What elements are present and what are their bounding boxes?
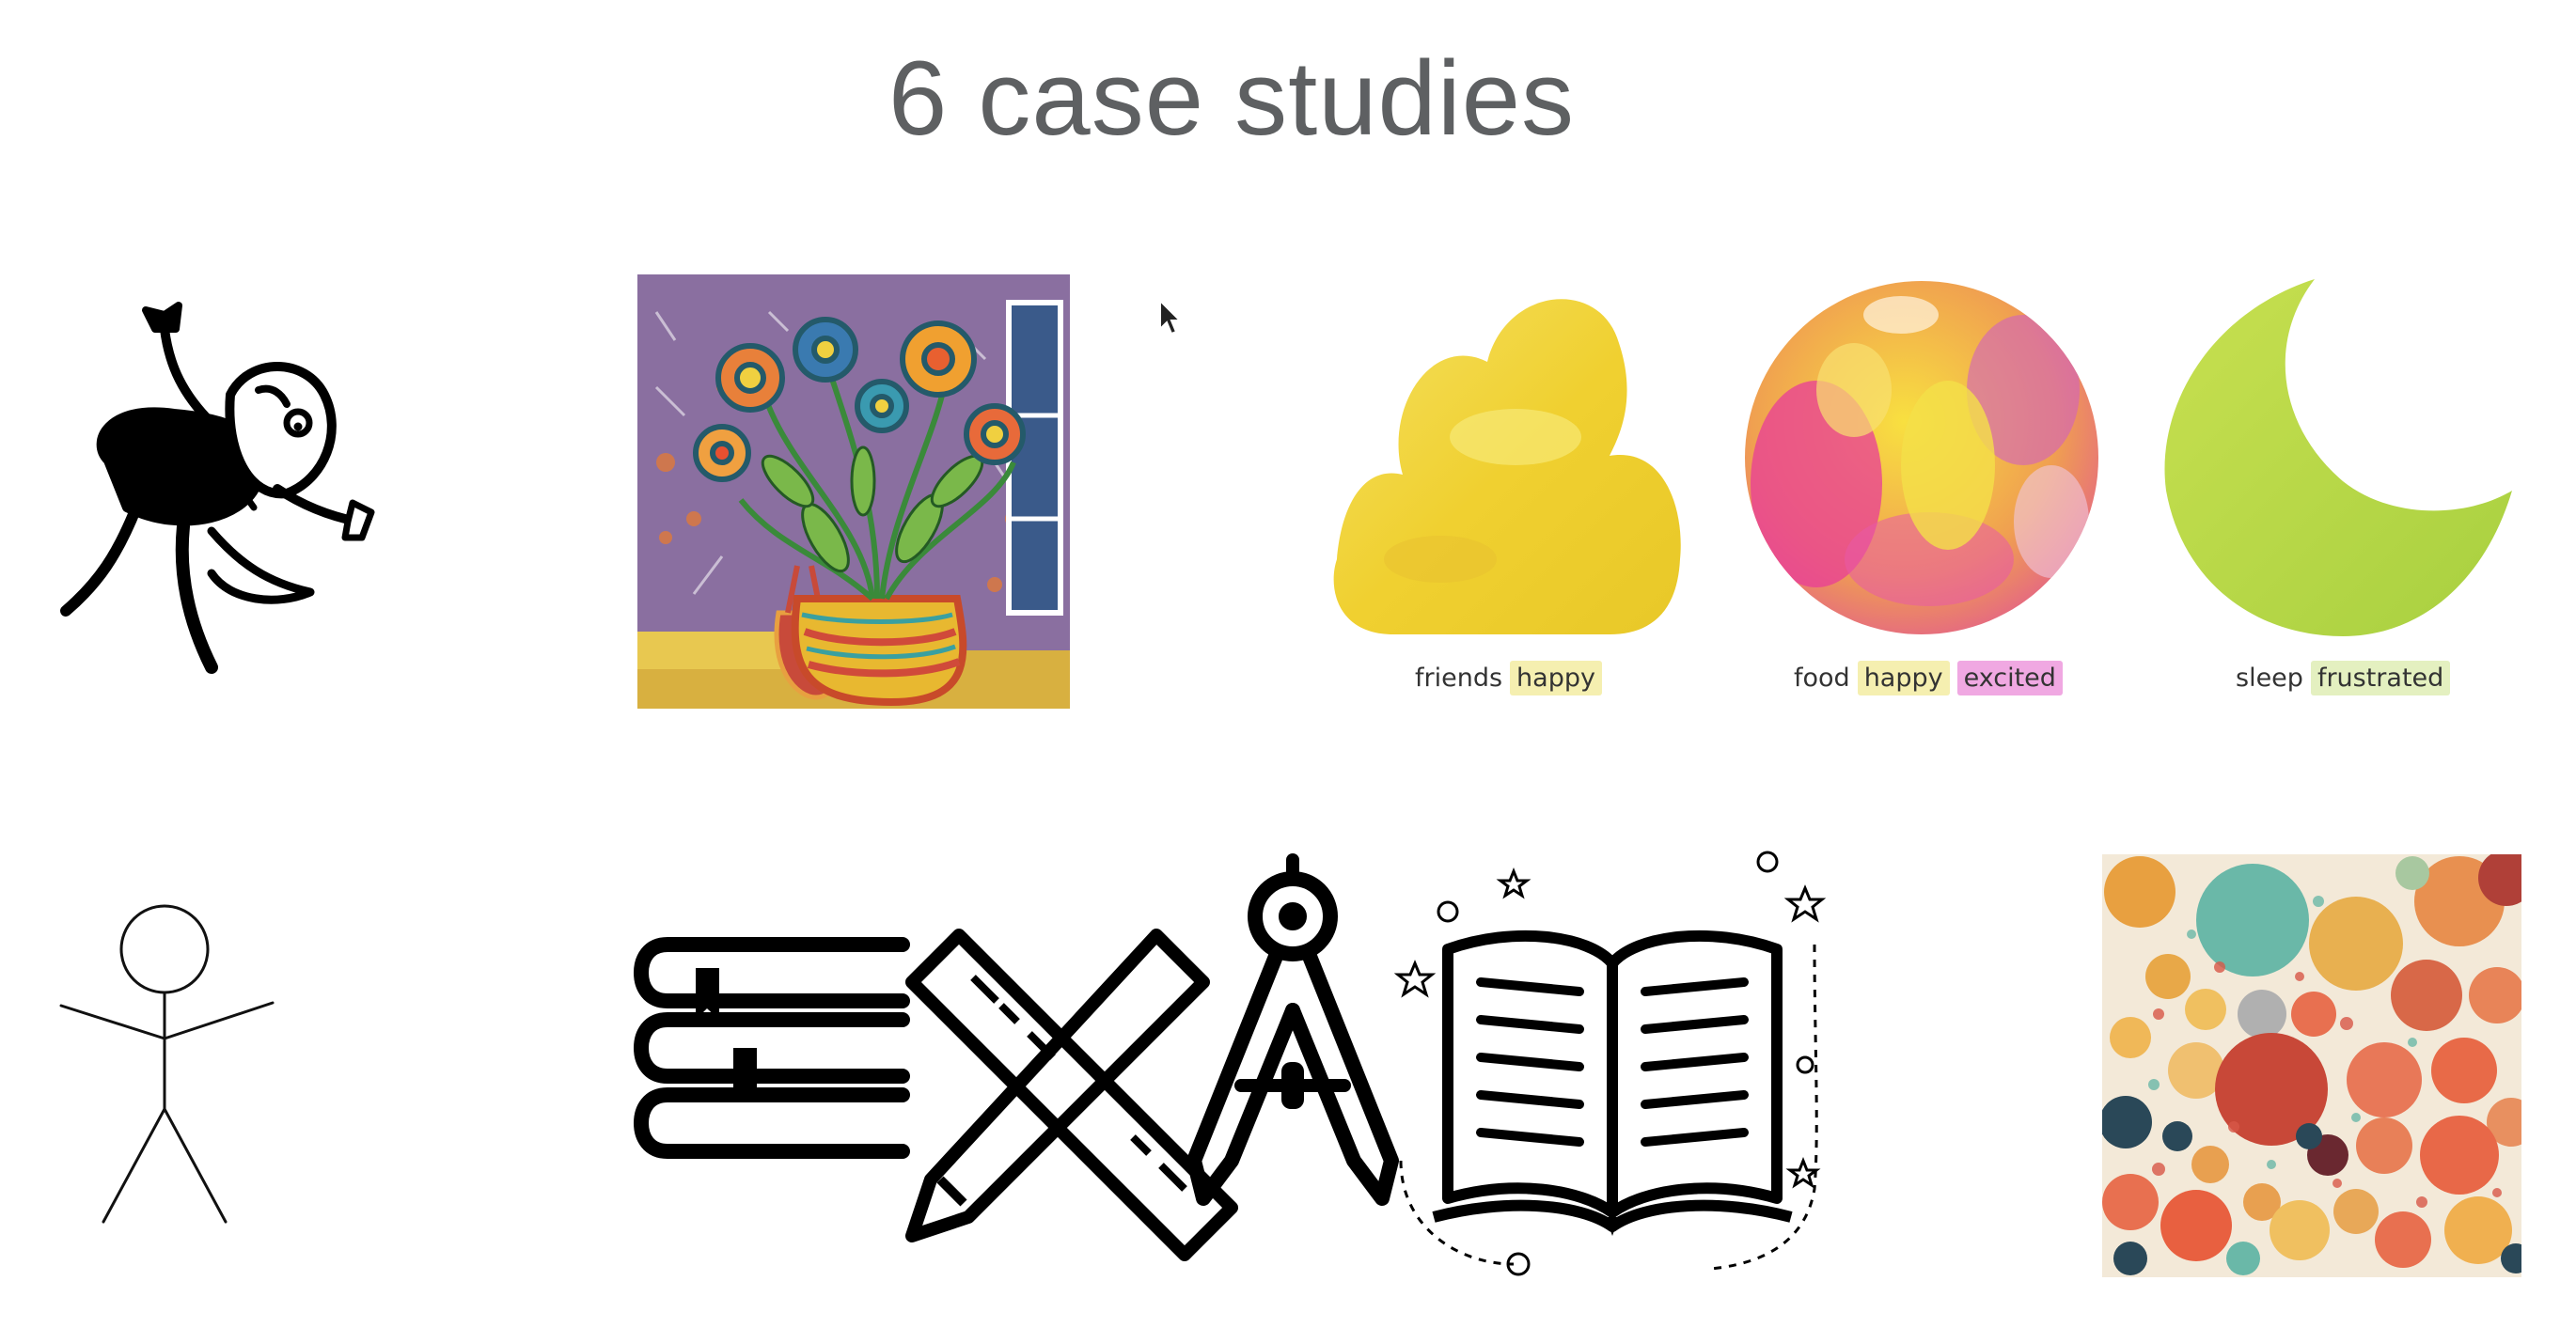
caption-word: friends <box>1415 664 1503 693</box>
green-crescent-moon <box>2164 279 2512 636</box>
tag-happy: happy <box>1857 661 1950 695</box>
stick-figure-icon <box>59 904 275 1224</box>
tag-frustrated: frustrated <box>2310 661 2451 695</box>
doodle-creature-icon <box>60 302 375 674</box>
exam-logo <box>634 851 1827 1276</box>
flower-vase-painting <box>637 274 1070 709</box>
tag-excited: excited <box>1956 661 2063 695</box>
page-title: 6 case studies <box>888 39 1575 157</box>
circle-packing-artwork <box>2102 854 2521 1277</box>
yellow-cloud-blob <box>1333 299 1681 634</box>
colorful-sphere <box>1745 281 2098 634</box>
mouse-cursor-icon <box>1159 299 1183 336</box>
caption-word: sleep <box>2236 664 2303 693</box>
caption-word: food <box>1794 664 1850 693</box>
tag-happy: happy <box>1510 661 1602 695</box>
